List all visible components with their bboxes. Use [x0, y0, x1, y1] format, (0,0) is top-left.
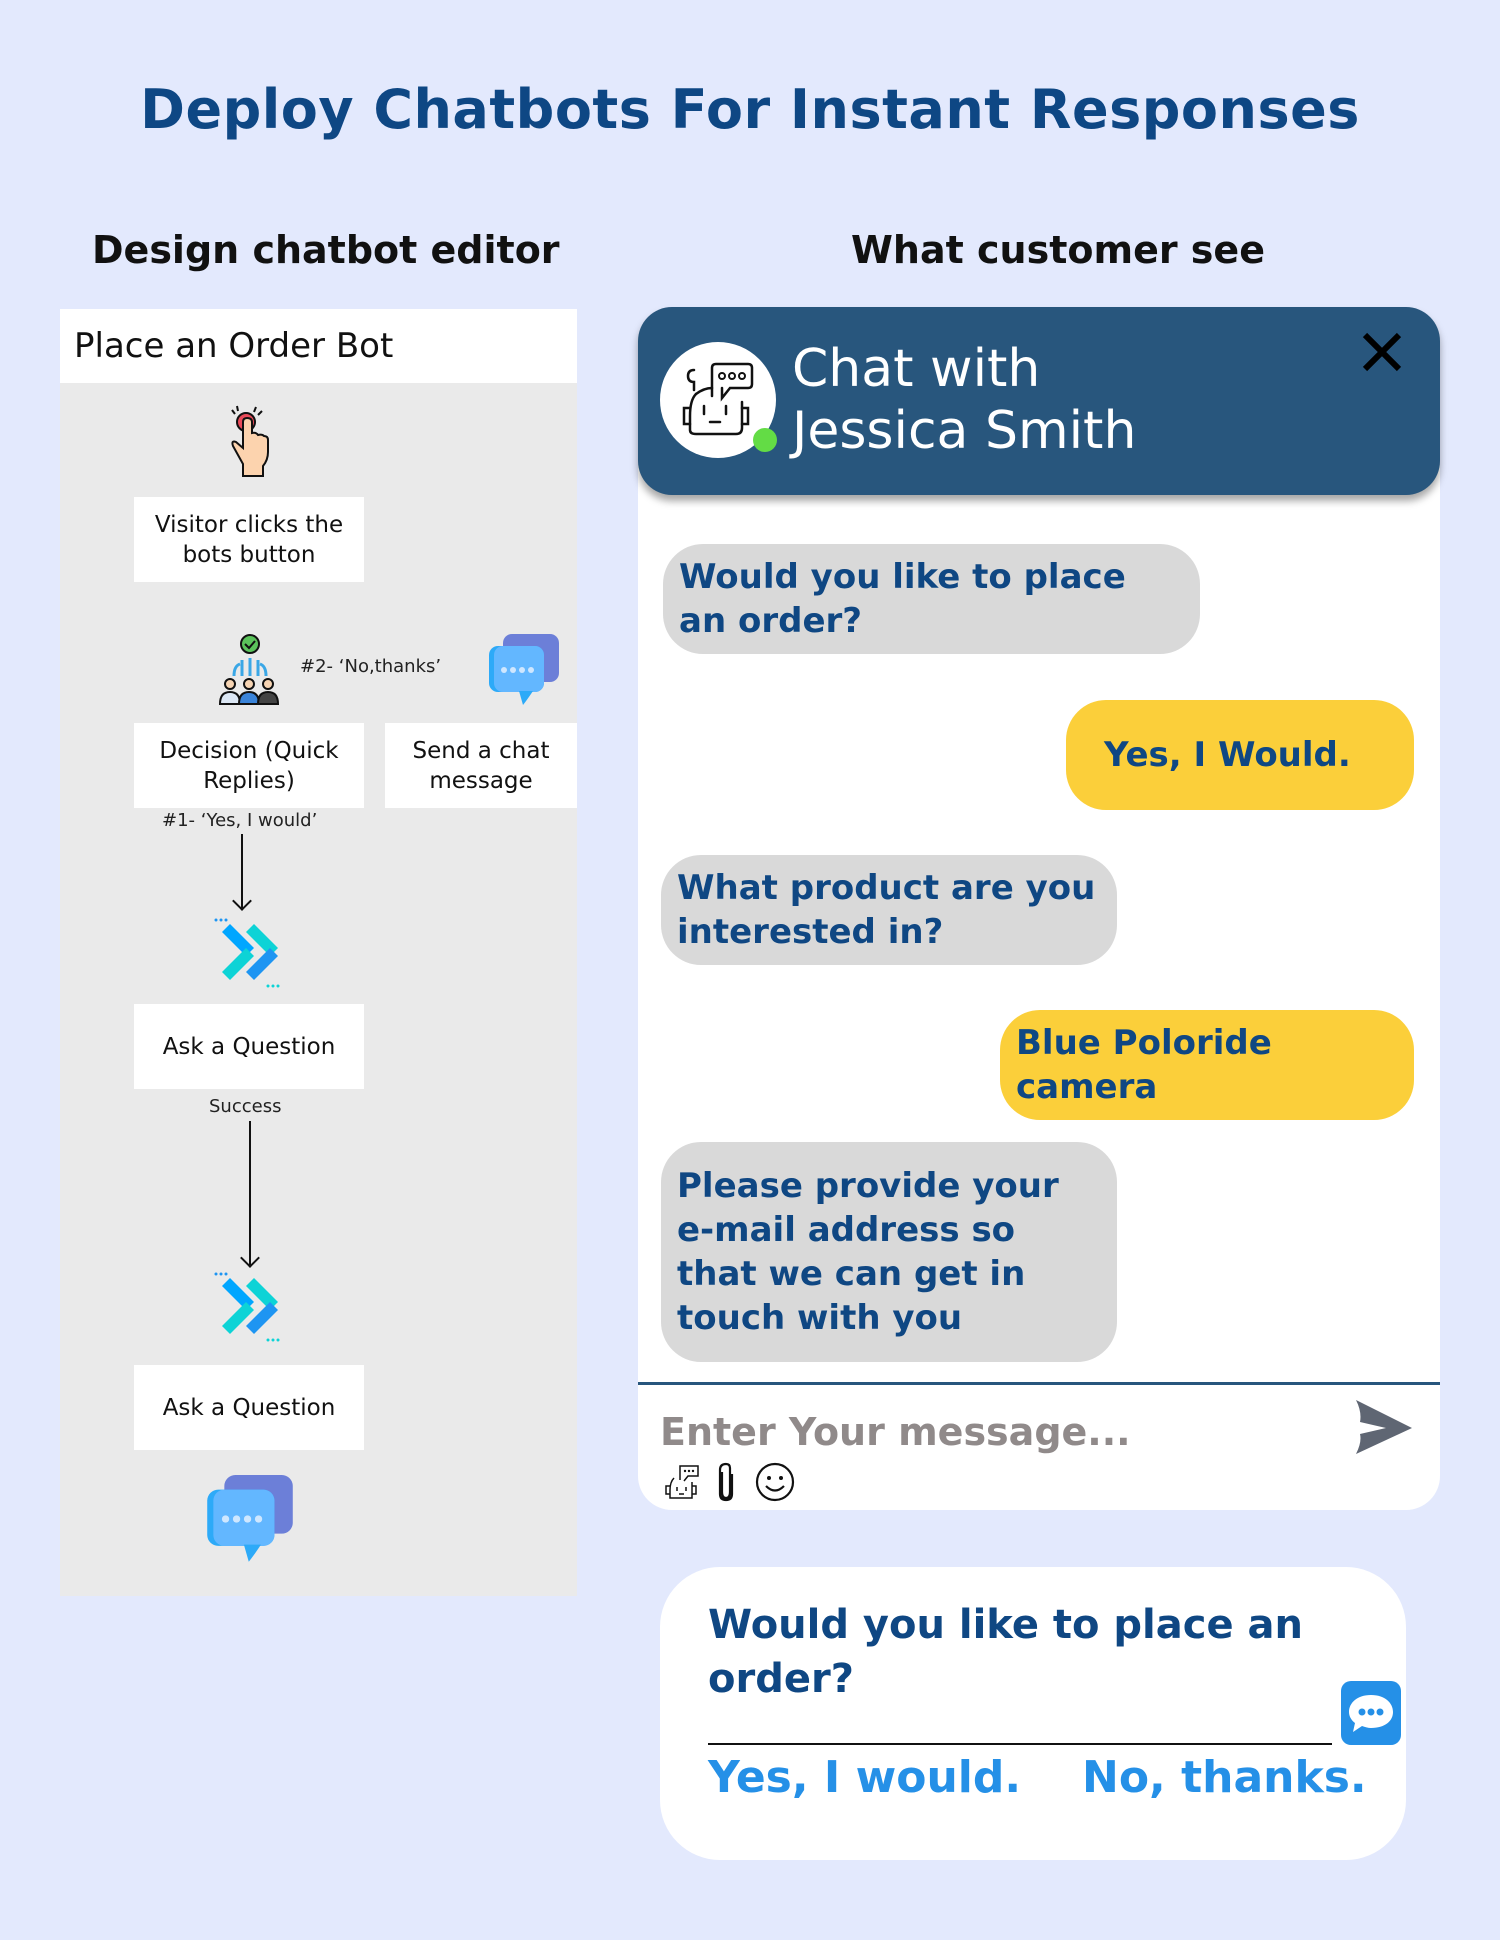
double-chevron-icon [214, 1272, 280, 1342]
bot-message: What product are you interested in? [661, 855, 1117, 965]
edge-label-success: Success [209, 1096, 282, 1117]
edge-label-yes-would: #1- ‘Yes, I would’ [162, 810, 318, 831]
user-message: Yes, I Would. [1066, 700, 1414, 810]
chat-title-line1: Chat with [792, 339, 1041, 399]
user-message: Blue Poloride camera [1000, 1010, 1414, 1120]
editor-section-title: Design chatbot editor [92, 228, 560, 272]
input-separator [638, 1382, 1440, 1385]
node-ask-question-1[interactable]: Ask a Question [134, 1004, 364, 1089]
send-icon[interactable] [1352, 1398, 1414, 1456]
quick-reply-yes[interactable]: Yes, I would. [708, 1752, 1022, 1803]
chat-title: Chat with Jessica Smith [792, 338, 1136, 462]
robot-icon [682, 362, 754, 436]
edge-label-no-thanks: #2- ‘No,thanks’ [300, 656, 442, 677]
node-visitor-clicks[interactable]: Visitor clicks the bots button [134, 497, 364, 582]
chat-launcher-icon[interactable] [1341, 1681, 1401, 1745]
quick-reply-no[interactable]: No, thanks. [1082, 1752, 1367, 1803]
hand-click-icon [231, 405, 269, 477]
close-icon[interactable] [1360, 330, 1404, 374]
chat-title-line2: Jessica Smith [792, 401, 1137, 461]
flow-arrow [241, 834, 243, 908]
smiley-icon[interactable] [754, 1462, 796, 1502]
customer-section-title: What customer see [851, 228, 1265, 272]
bot-icon[interactable] [664, 1462, 702, 1502]
quick-reply-question: Would you like to place an order? [708, 1602, 1303, 1702]
flow-arrow [249, 1121, 251, 1265]
quick-reply-widget [660, 1567, 1406, 1860]
paperclip-icon[interactable] [714, 1462, 738, 1502]
quick-reply-divider [708, 1743, 1332, 1745]
node-send-chat-message[interactable]: Send a chat message [385, 723, 577, 808]
node-ask-question-2[interactable]: Ask a Question [134, 1365, 364, 1450]
node-decision-quick-replies[interactable]: Decision (Quick Replies) [134, 723, 364, 808]
bot-name-header: Place an Order Bot [60, 309, 577, 383]
bot-message: Please provide your e-mail address so th… [661, 1142, 1117, 1362]
chat-bubbles-icon [489, 634, 559, 705]
page-title: Deploy Chatbots For Instant Responses [140, 78, 1360, 141]
chat-bubbles-icon [207, 1475, 293, 1562]
message-input[interactable] [660, 1405, 1320, 1459]
double-chevron-icon [214, 918, 280, 988]
decision-people-icon [218, 634, 280, 705]
online-status-dot [753, 428, 777, 452]
bot-message: Would you like to place an order? [663, 544, 1200, 654]
